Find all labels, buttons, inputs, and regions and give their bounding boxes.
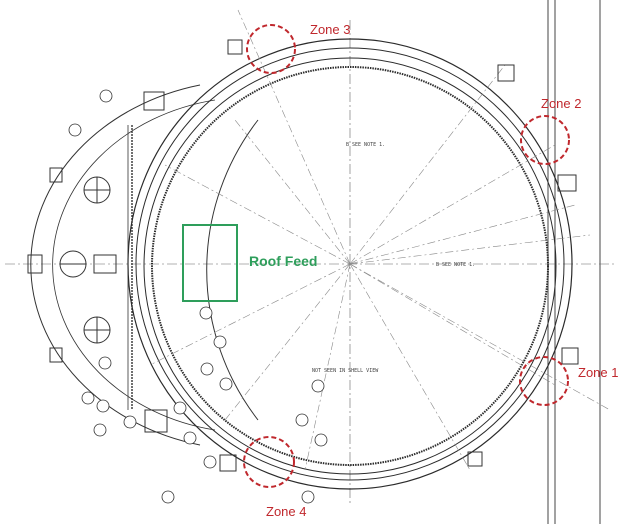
zone-2-circle — [520, 115, 570, 165]
left-nozzles — [27, 91, 168, 433]
tank-ring-2 — [135, 47, 565, 481]
zone-1-label: Zone 1 — [578, 365, 618, 380]
tank-inner-ring — [151, 66, 549, 466]
note-right: B SEE NOTE 1. — [436, 262, 475, 268]
annulus-outer-arc — [30, 84, 201, 446]
zone-3-circle — [246, 24, 296, 74]
callout-bubbles — [68, 89, 328, 504]
tank-outer-ring — [127, 38, 573, 490]
zone-2-label: Zone 2 — [541, 96, 581, 111]
annulus-outer-left — [206, 119, 259, 421]
zone-1-circle — [519, 356, 569, 406]
zone-3-label: Zone 3 — [310, 22, 350, 37]
annulus-inner-arc — [52, 99, 216, 431]
roof-feed-label: Roof Feed — [249, 253, 317, 269]
radial-lines — [149, 9, 611, 471]
note-top: B SEE NOTE 1. — [346, 142, 385, 148]
zone-4-label: Zone 4 — [266, 504, 306, 519]
right-nozzles — [219, 39, 579, 472]
tank-ring-3 — [143, 57, 557, 475]
note-not-seen: NOT SEEN IN SHELL VIEW — [312, 368, 379, 374]
roof-feed-box — [182, 224, 238, 302]
zone-markers — [243, 24, 570, 488]
zone-4-circle — [243, 436, 295, 488]
